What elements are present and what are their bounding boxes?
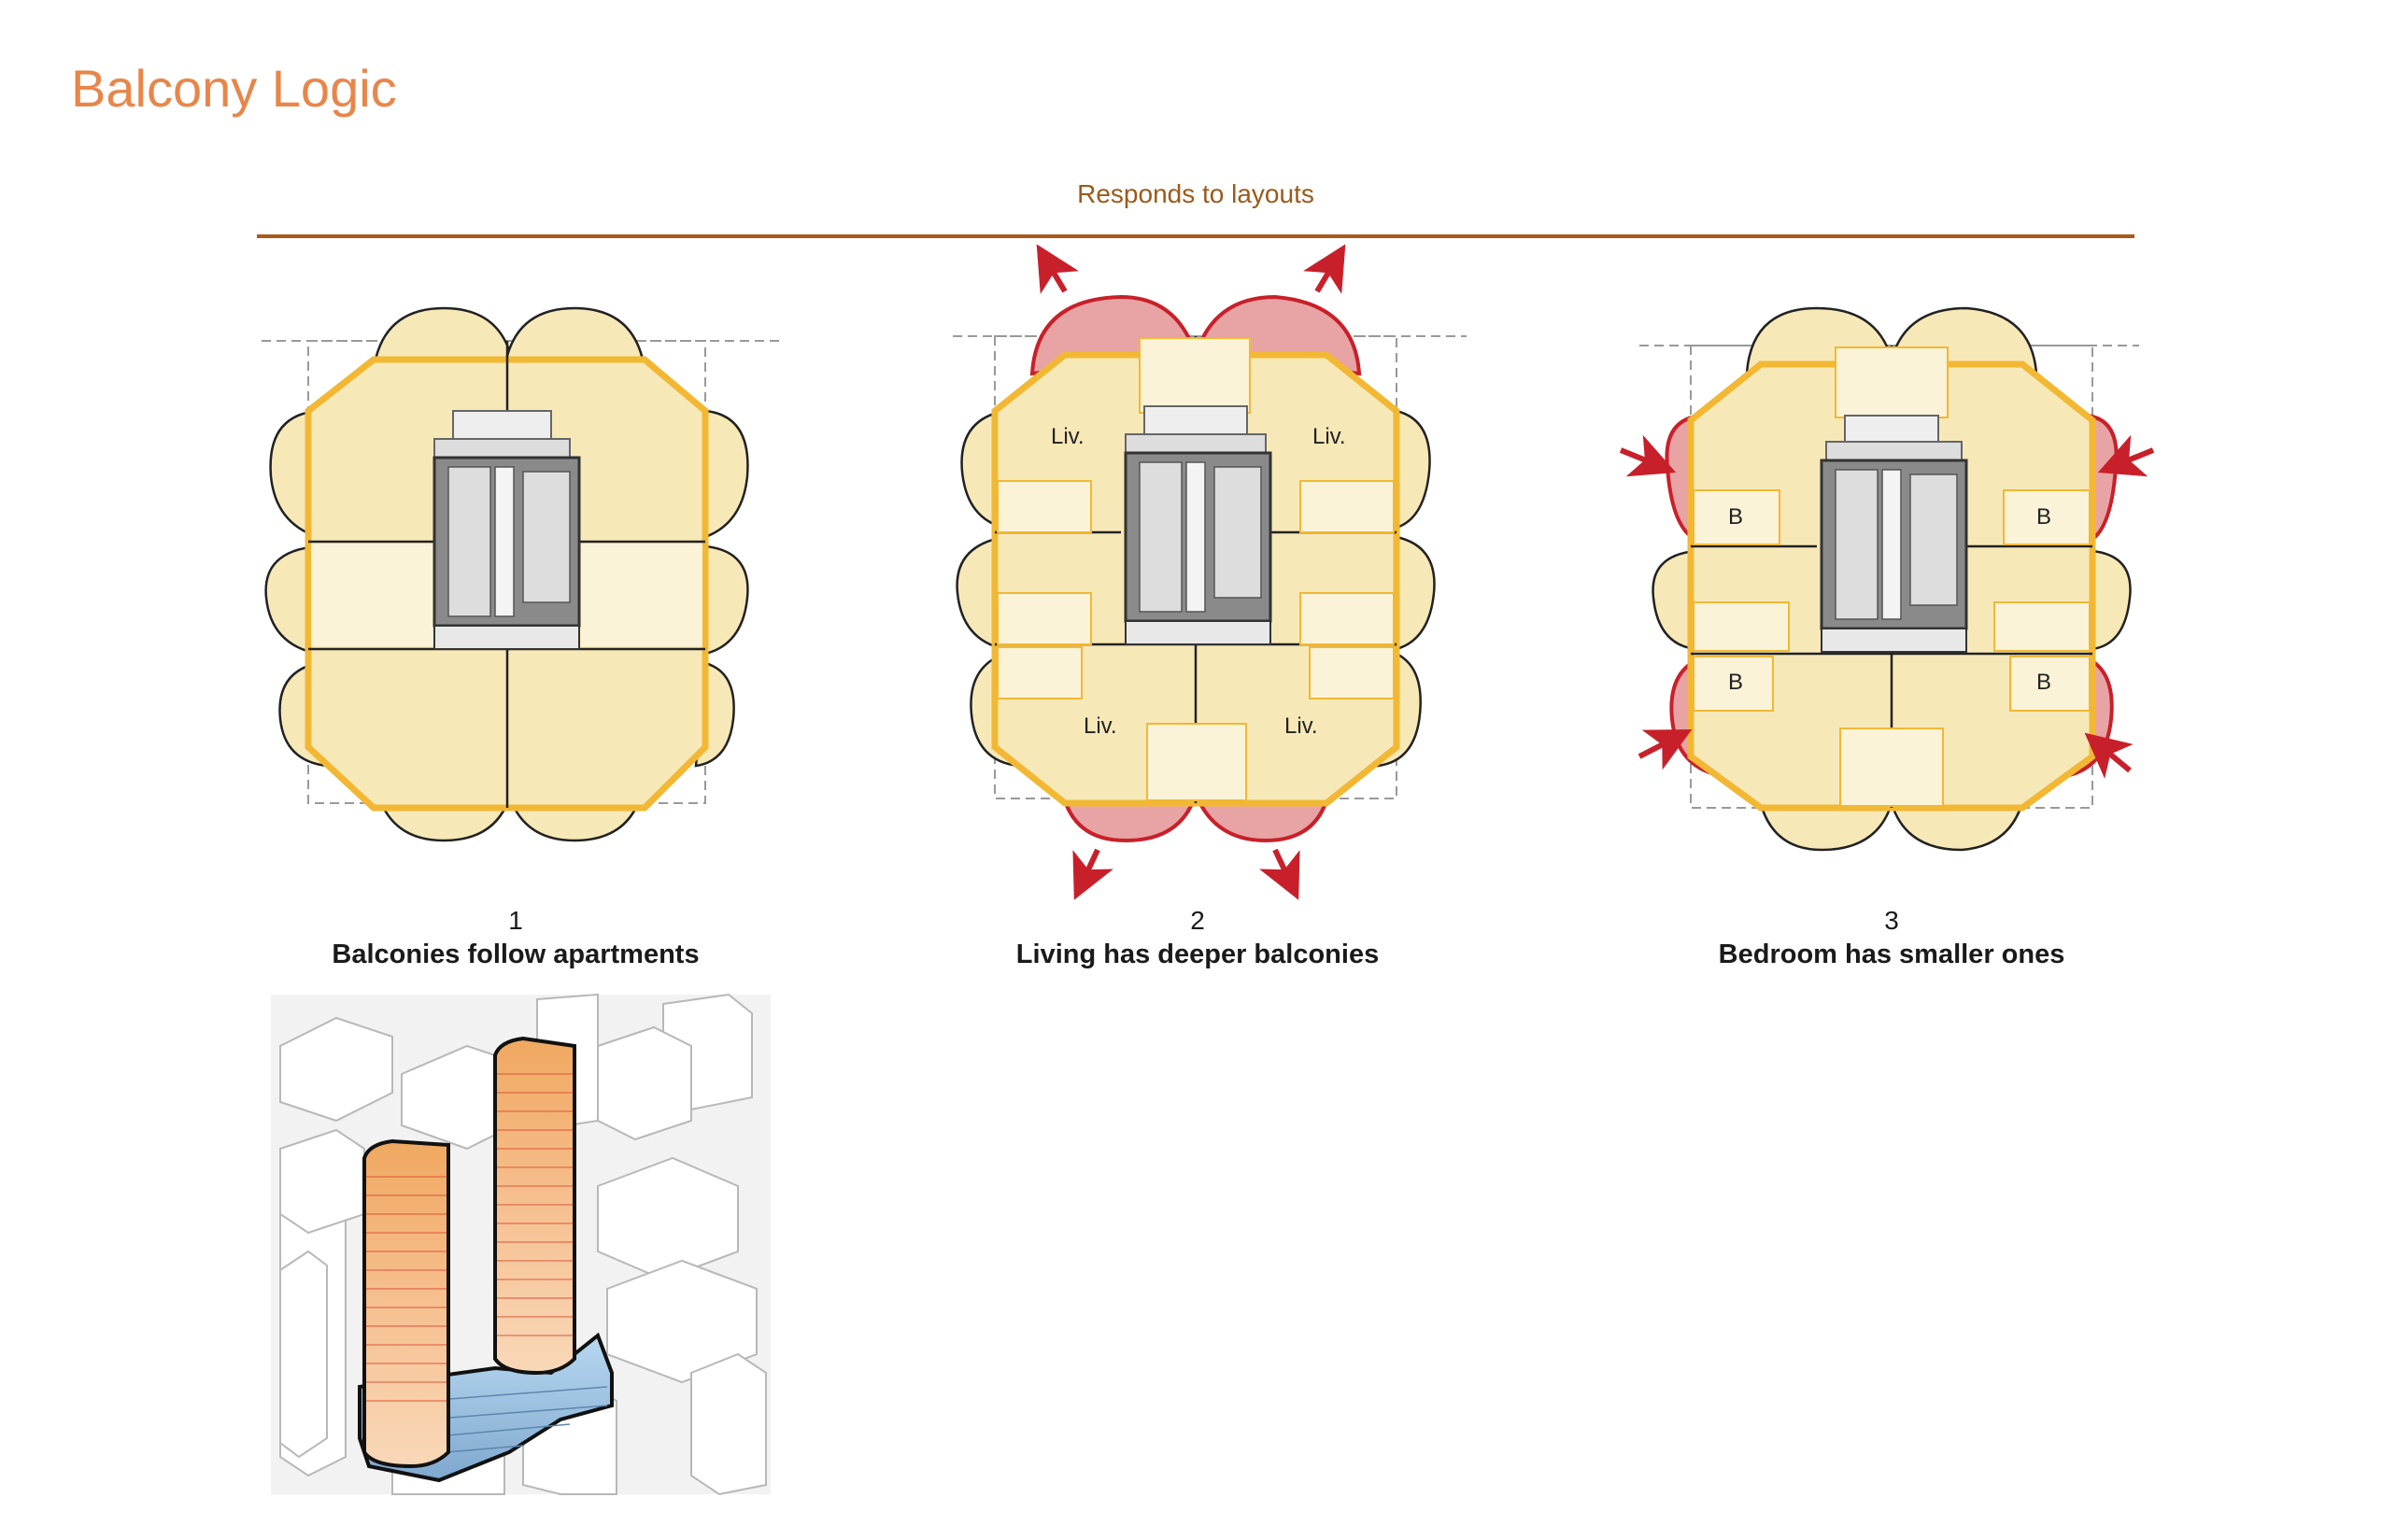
section-header: Responds to layouts	[1077, 179, 1314, 208]
diagram-caption: Balconies follow apartments	[332, 940, 700, 969]
room-pale	[581, 544, 702, 646]
arrow-outward-icon	[1036, 244, 1346, 900]
caption-diagram-1: 1 Balconies follow apartments	[235, 904, 796, 971]
room-pale	[311, 544, 434, 646]
plan-diagram-2: Liv. Liv. Liv. Liv.	[953, 244, 1467, 900]
section-rule	[257, 234, 2134, 238]
context-buildings	[279, 993, 767, 1496]
tower-floor-lines	[366, 1073, 573, 1402]
building-core	[1820, 415, 1968, 653]
diagram-number: 2	[1190, 906, 1205, 935]
plan-label-bedroom: B	[2036, 504, 2051, 530]
caption-diagram-3: 3 Bedroom has smaller ones	[1611, 904, 2172, 971]
plan-label-living: Liv.	[1084, 713, 1117, 739]
arrow-inward-icon	[1619, 434, 2155, 779]
room-blocks	[1693, 346, 2091, 807]
tall-tower	[493, 1036, 576, 1376]
plan-label-living: Liv.	[1051, 424, 1085, 449]
building-core	[1124, 405, 1272, 645]
room-blocks	[997, 337, 1395, 801]
plan-diagram-1	[262, 306, 780, 842]
plan-label-bedroom: B	[2036, 670, 2051, 695]
diagram-number: 1	[508, 906, 523, 935]
building-core	[432, 410, 581, 650]
plan-label-bedroom: B	[1728, 504, 1743, 530]
caption-diagram-2: 2 Living has deeper balconies	[917, 904, 1478, 971]
plan-label-living: Liv.	[1284, 713, 1318, 739]
diagram-caption: Bedroom has smaller ones	[1718, 940, 2065, 969]
plan-label-living: Liv.	[1312, 424, 1346, 449]
short-tower	[362, 1138, 450, 1469]
page-title: Balcony Logic	[71, 59, 397, 118]
massing-axonometric	[271, 993, 771, 1496]
diagram-caption: Living has deeper balconies	[1015, 940, 1380, 969]
plan-label-bedroom: B	[1728, 670, 1743, 695]
plan-diagram-3: B B B B	[1619, 306, 2155, 852]
diagram-number: 3	[1884, 906, 1899, 935]
